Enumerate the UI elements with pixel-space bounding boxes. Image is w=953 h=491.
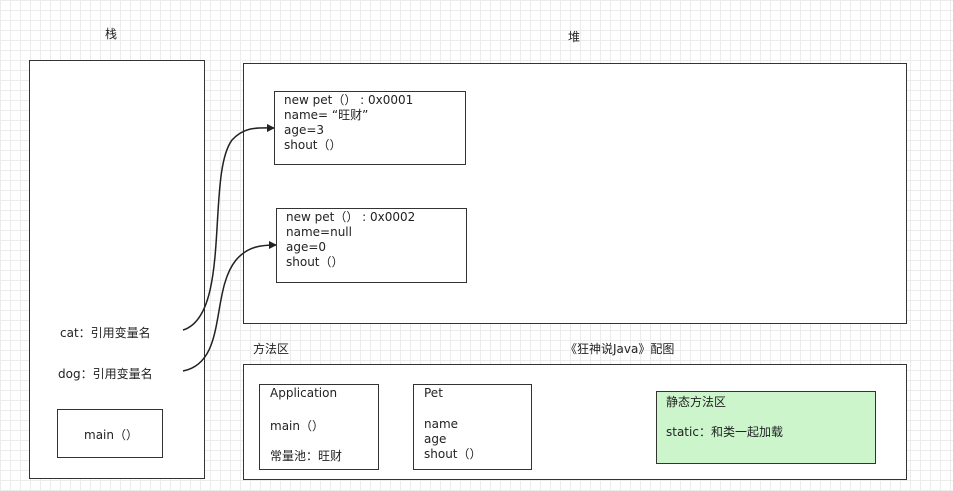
stack-cat-ref: cat：引用变量名 (60, 326, 151, 340)
static-area-title: 静态方法区 (666, 395, 727, 409)
class-field-name: name (424, 417, 459, 431)
object-field-age: age=3 (284, 123, 325, 137)
stack-main-frame: main（） (57, 409, 163, 458)
class-title: Pet (424, 386, 443, 400)
object-field-age: age=0 (286, 240, 327, 254)
stack-label: 栈 (105, 27, 118, 41)
object-header: new pet（） : 0x0001 (284, 93, 414, 107)
stack-main-label: main（） (84, 428, 138, 442)
object-header: new pet（） : 0x0002 (286, 210, 416, 224)
object-field-name: name= “旺财” (284, 108, 369, 122)
object-method-shout: shout（） (286, 255, 344, 269)
static-area-desc: static：和类一起加载 (666, 425, 783, 439)
stack-dog-ref: dog：引用变量名 (58, 367, 153, 381)
class-method-shout: shout（） (424, 447, 482, 461)
static-method-area: 静态方法区 static：和类一起加载 (656, 391, 876, 464)
class-main-method: main（） (270, 419, 324, 433)
class-field-age: age (424, 432, 447, 446)
class-application: Application main（） 常量池：旺财 (259, 384, 379, 470)
heap-object-0x0002: new pet（） : 0x0002 name=null age=0 shout… (276, 208, 467, 283)
object-method-shout: shout（） (284, 138, 342, 152)
constant-pool: 常量池：旺财 (270, 449, 343, 463)
caption: 《狂神说Java》配图 (565, 342, 675, 356)
heap-object-0x0001: new pet（） : 0x0001 name= “旺财” age=3 shou… (274, 91, 466, 165)
method-area-label: 方法区 (253, 342, 290, 356)
object-field-name: name=null (286, 225, 352, 239)
heap-label: 堆 (568, 30, 581, 44)
class-title: Application (270, 386, 338, 400)
class-pet: Pet name age shout（） (413, 384, 532, 470)
